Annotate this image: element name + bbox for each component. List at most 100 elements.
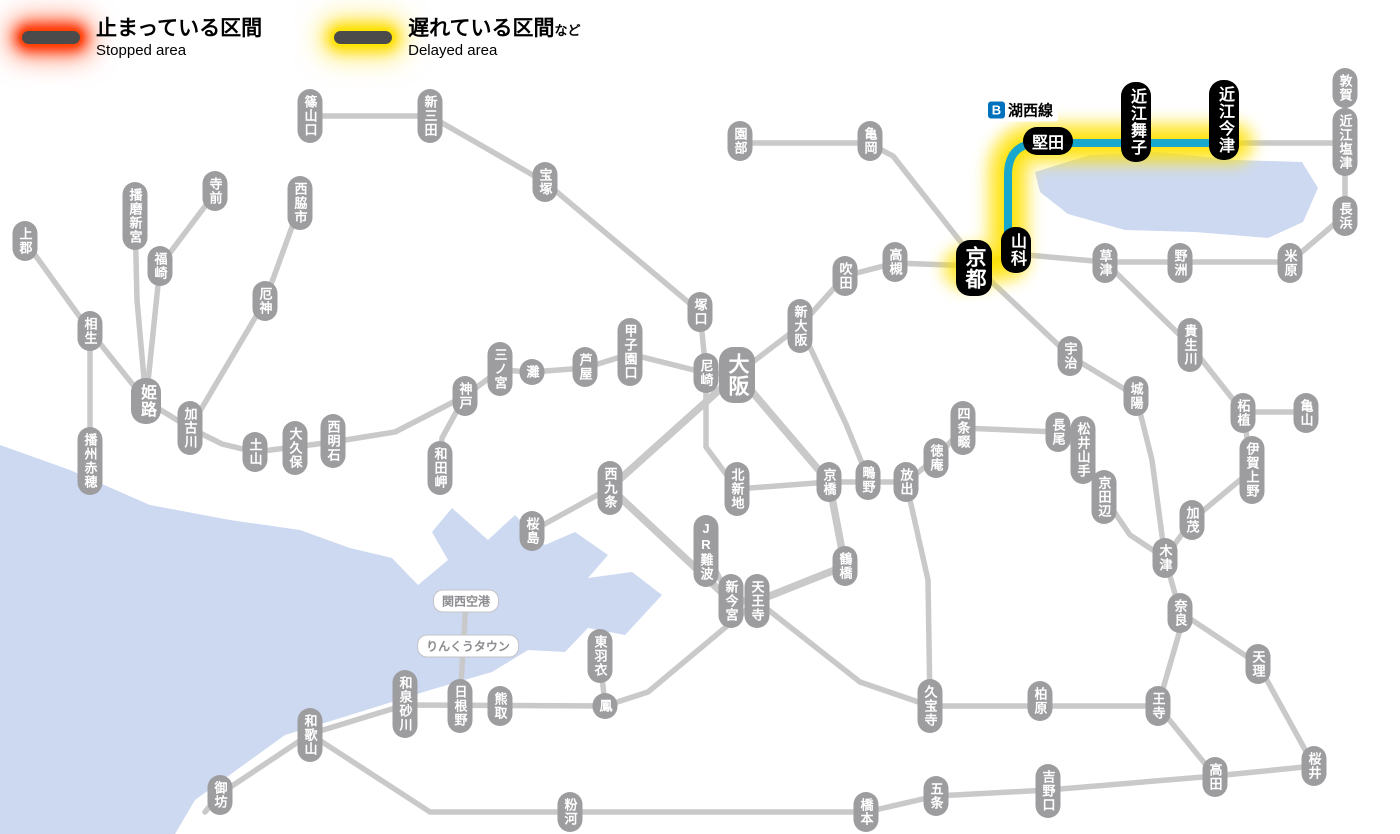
kosei-line-badge[interactable]: B 湖西線 <box>985 98 1059 122</box>
station-pill: 三ノ宮 <box>487 342 513 396</box>
station-pill: 粉河 <box>557 792 583 832</box>
station-pill: りんくうタウン <box>417 634 519 658</box>
station-pill: 御坊 <box>207 775 233 815</box>
station-pill: 長浜 <box>1332 196 1358 236</box>
yamatoji-kansai-line <box>703 409 1309 709</box>
legend-delayed-text: 遅れている区間など Delayed area <box>408 16 580 59</box>
station-pill: 寺前 <box>202 171 228 211</box>
station-pill: 宇治 <box>1057 336 1083 376</box>
station-pill: 宝塚 <box>532 162 558 202</box>
station-pill: 新大阪 <box>787 299 813 353</box>
station-pill: 柏原 <box>1027 681 1053 721</box>
station-pill: 厄神 <box>252 281 278 321</box>
station-pill: 西脇市 <box>287 176 313 230</box>
station-pill: 鳳 <box>592 693 618 719</box>
station-pill: 敦賀 <box>1332 68 1358 108</box>
station-pill-alert[interactable]: 堅田 <box>1022 127 1074 155</box>
station-pill: 加茂 <box>1179 500 1205 540</box>
station-pill: 加古川 <box>177 401 203 455</box>
station-pill: 近江塩津 <box>1332 108 1358 176</box>
station-pill: 鴫野 <box>855 460 881 500</box>
station-pill: 城陽 <box>1123 376 1149 416</box>
station-pill: 徳庵 <box>923 438 949 478</box>
station-pill: 鶴橋 <box>832 546 858 586</box>
station-pill: 王寺 <box>1145 686 1171 726</box>
station-pill-alert[interactable]: 山科 <box>1001 227 1031 273</box>
station-pill-alert[interactable]: 京都 <box>956 240 992 296</box>
legend-stopped-text: 止まっている区間 Stopped area <box>96 16 262 59</box>
station-pill: 東羽衣 <box>587 629 613 683</box>
station-pill: 神戸 <box>452 376 478 416</box>
station-pill: 園部 <box>727 121 753 161</box>
station-pill: 米原 <box>1277 243 1303 283</box>
station-pill: 四条畷 <box>950 401 976 455</box>
station-pill: 大阪 <box>719 347 755 403</box>
legend-stopped-label-ja: 止まっている区間 <box>96 17 263 40</box>
station-pill: 播州赤穂 <box>77 427 103 495</box>
sagano-line <box>737 140 978 263</box>
station-pill: 上郡 <box>12 221 38 261</box>
station-pill: 塚口 <box>687 292 713 332</box>
station-pill-alert[interactable]: 近江舞子 <box>1121 82 1151 162</box>
station-pill: 甲子園口 <box>617 318 643 386</box>
station-pill: 西九条 <box>597 461 623 515</box>
station-pill: 久宝寺 <box>917 679 943 733</box>
legend-delayed-label-ja: 遅れている区間など <box>408 17 581 40</box>
tozai-line <box>703 370 832 492</box>
water-osaka-bay <box>0 445 662 834</box>
station-pill: 五条 <box>923 776 949 816</box>
station-pill: 橋本 <box>853 792 879 832</box>
legend-delayed-suffix: など <box>554 23 581 38</box>
station-pill: 桜井 <box>1301 746 1327 786</box>
station-pill: 吹田 <box>832 256 858 296</box>
station-pill: 芦屋 <box>572 347 598 387</box>
station-pill-alert[interactable]: 近江今津 <box>1209 80 1239 160</box>
station-pill: 西明石 <box>320 414 346 468</box>
station-pill: 和歌山 <box>297 708 323 762</box>
station-pill: 柘植 <box>1230 393 1256 433</box>
station-pill: 姫路 <box>131 378 161 424</box>
kosei-line-name: 湖西線 <box>1007 102 1054 120</box>
station-pill: 篠山口 <box>297 89 323 143</box>
kakogawa-line <box>187 202 303 431</box>
station-pill: 長尾 <box>1045 412 1071 452</box>
station-pill: JR難波 <box>693 515 719 587</box>
station-pill: 関西空港 <box>432 589 500 613</box>
station-pill: 天理 <box>1245 644 1271 684</box>
station-pill: 草津 <box>1092 243 1118 283</box>
station-pill: 吉野口 <box>1035 764 1061 818</box>
stopped-area-icon <box>22 31 80 44</box>
station-pill: 播磨新宮 <box>122 182 148 250</box>
legend: 止まっている区間 Stopped area 遅れている区間など Delayed … <box>22 16 581 59</box>
station-pill: 京田辺 <box>1091 470 1117 524</box>
station-pill: 亀岡 <box>857 121 883 161</box>
station-pill: 新三田 <box>417 89 443 143</box>
station-pill: 伊賀上野 <box>1239 436 1265 504</box>
sakurai-line <box>1177 609 1317 779</box>
station-pill: 天王寺 <box>744 574 770 628</box>
station-pill: 和泉砂川 <box>392 670 418 738</box>
station-pill: 相生 <box>77 311 103 351</box>
station-pill: 北新地 <box>724 462 750 516</box>
station-pill: 福崎 <box>147 246 173 286</box>
station-pill: 野洲 <box>1167 243 1193 283</box>
station-pill: 日根野 <box>447 679 473 733</box>
fukuchiyama-line <box>307 113 709 376</box>
legend-delayed-label-en: Delayed area <box>408 42 498 60</box>
station-pill: 大久保 <box>282 421 308 475</box>
legend-stopped-label-en: Stopped area <box>96 42 187 60</box>
station-pill: 桜島 <box>519 511 545 551</box>
yumesaki-line <box>529 485 613 534</box>
station-pill: 和田岬 <box>427 441 453 495</box>
station-pill: 貴生川 <box>1177 318 1203 372</box>
legend-item-stopped: 止まっている区間 Stopped area <box>22 16 262 59</box>
station-pill: 亀山 <box>1293 393 1319 433</box>
station-pill: 木津 <box>1152 538 1178 578</box>
station-pill: 熊取 <box>487 686 513 726</box>
line-symbol-b-icon: B <box>987 101 1005 119</box>
station-pill: 尼崎 <box>693 353 719 393</box>
station-pill: 京橋 <box>816 462 842 502</box>
